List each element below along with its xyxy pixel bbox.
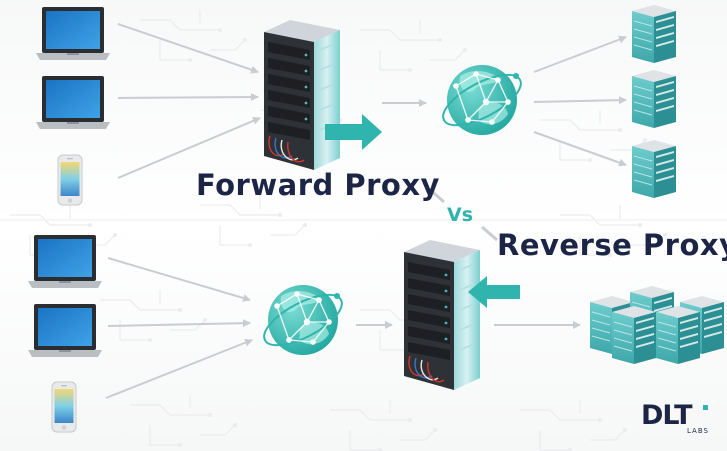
reverse-clients bbox=[28, 235, 102, 433]
vs-connector bbox=[426, 185, 498, 242]
server-icon bbox=[631, 139, 677, 199]
reverse-server-cluster bbox=[589, 285, 725, 365]
logo-accent-square bbox=[703, 405, 708, 410]
laptop-icon bbox=[36, 7, 110, 60]
connector-line bbox=[533, 96, 627, 105]
smartphone-icon bbox=[57, 154, 83, 206]
laptop-icon bbox=[28, 304, 102, 357]
logo-subtext: LABS bbox=[687, 427, 709, 435]
inbound-arrow-icon bbox=[468, 276, 520, 308]
connector-line bbox=[107, 319, 251, 328]
globe-network-icon bbox=[435, 63, 529, 137]
connector-line bbox=[117, 117, 261, 179]
forward-proxy-label: Forward Proxy bbox=[196, 168, 440, 202]
connector-line bbox=[105, 338, 253, 399]
server-icon bbox=[631, 69, 677, 129]
globe-network-icon bbox=[256, 283, 350, 357]
logo-wordmark: DLT bbox=[641, 400, 693, 431]
laptop-icon bbox=[36, 76, 110, 129]
laptop-icon bbox=[28, 235, 102, 288]
vs-label: Vs bbox=[447, 204, 474, 226]
outbound-arrow-icon bbox=[325, 114, 382, 150]
connector-line bbox=[533, 35, 627, 73]
reverse-proxy-connectors bbox=[105, 257, 581, 399]
smartphone-icon bbox=[51, 381, 77, 433]
server-icon bbox=[631, 4, 677, 64]
server-rack-icon bbox=[403, 239, 481, 391]
connector-line bbox=[107, 257, 251, 302]
connector-line bbox=[117, 23, 259, 74]
reverse-proxy-label: Reverse Proxy bbox=[497, 228, 727, 262]
server-icon bbox=[611, 305, 657, 365]
connector-line bbox=[117, 93, 259, 102]
forward-proxy-connectors bbox=[117, 23, 627, 179]
server-icon bbox=[655, 305, 701, 365]
forward-clients bbox=[36, 7, 110, 206]
forward-servers bbox=[631, 4, 677, 199]
dlt-labs-logo: DLT LABS bbox=[641, 400, 717, 440]
server-rack-icon bbox=[263, 19, 341, 171]
connector-line bbox=[533, 131, 627, 167]
